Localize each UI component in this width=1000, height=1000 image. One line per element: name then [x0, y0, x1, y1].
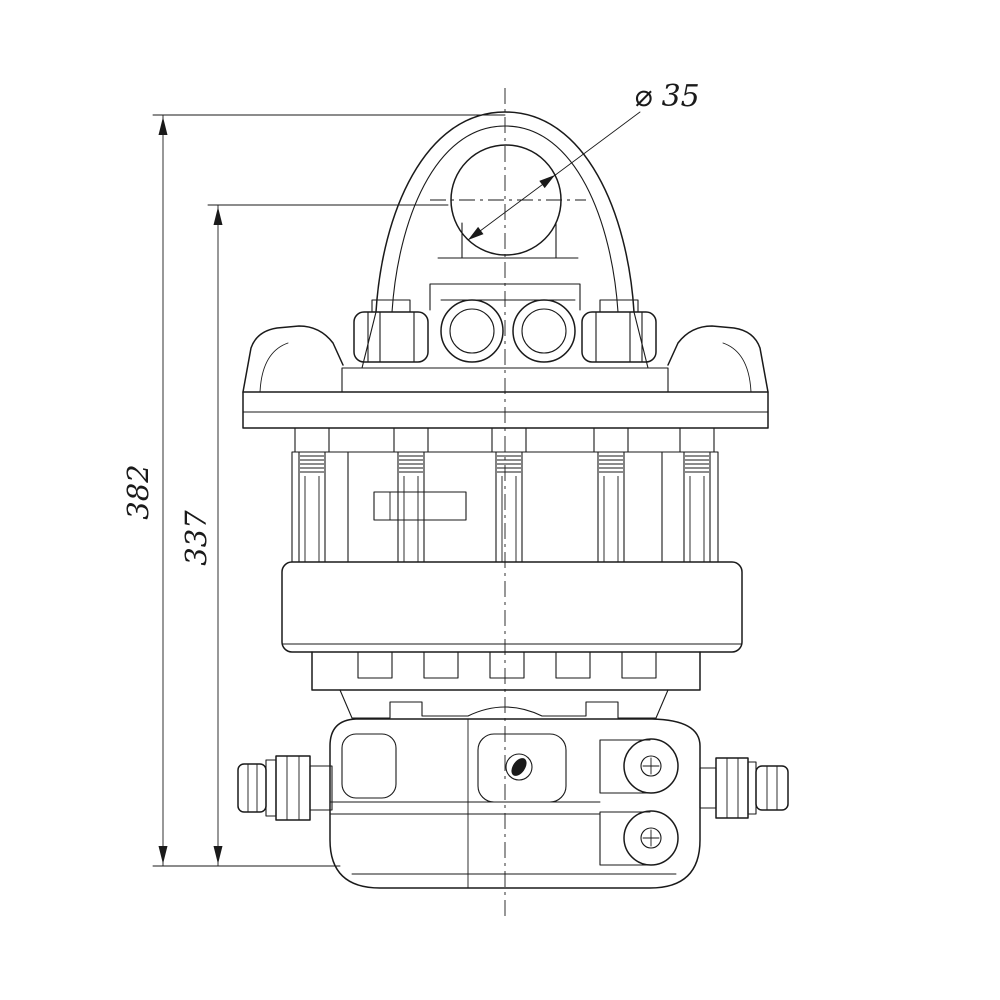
stud-nut	[491, 427, 527, 453]
flange-ear-left-inner	[259, 342, 289, 393]
left-fitting-hex-flats	[286, 755, 300, 821]
arrow-down-overall	[158, 846, 168, 864]
arrow-up-overall	[158, 117, 168, 135]
right-fitting-hex	[715, 757, 749, 819]
left-fitting-cap	[237, 763, 267, 813]
centerlines	[430, 88, 586, 920]
nameplate	[373, 491, 467, 521]
valve-block-seams	[329, 718, 677, 889]
lower-flange-outline	[311, 651, 701, 691]
left-hose-fitting	[237, 755, 333, 821]
diameter-arrow-upper	[539, 175, 555, 189]
right-fitting-neck	[699, 767, 717, 809]
side-fitting-right	[581, 311, 657, 363]
side-fitting-left-details	[367, 299, 415, 363]
side-fitting-left	[353, 311, 429, 363]
flange-ear-left	[242, 325, 344, 393]
shackle-inner-step	[429, 283, 581, 311]
left-fitting-neck	[309, 765, 333, 811]
casting-top-profile	[351, 701, 657, 719]
center-window	[477, 733, 567, 803]
upper-port-centermark	[642, 757, 660, 775]
lower-flange	[311, 651, 701, 691]
stud-nut	[679, 427, 715, 453]
band-outline	[281, 561, 743, 653]
stud-cage	[291, 427, 719, 563]
diameter-dimension: ⌀ 35	[467, 79, 700, 241]
threaded-stud	[597, 451, 625, 563]
lower-port-centermark	[642, 829, 660, 847]
side-fitting-right-details	[595, 299, 643, 363]
valve-block-outline	[329, 718, 701, 889]
right-fitting-washer	[747, 761, 757, 815]
threaded-stud	[298, 451, 326, 563]
flange-center-boss	[341, 367, 669, 393]
transition-flares	[339, 689, 669, 719]
body-height-label: 337	[179, 510, 213, 566]
shackle-slot	[461, 222, 557, 259]
center-fitting-right-inner	[521, 308, 567, 354]
threaded-stud	[495, 451, 523, 563]
valve-block	[237, 718, 789, 889]
flange-slab	[242, 391, 769, 429]
upper-port-hole	[640, 755, 662, 777]
right-fitting-hex-flats	[726, 757, 739, 819]
right-fitting-cap-lines	[766, 765, 778, 811]
middle-band	[281, 561, 743, 653]
diameter-label: ⌀ 35	[634, 79, 700, 114]
shackle-outer-contour	[375, 111, 635, 313]
top-flange	[242, 325, 769, 429]
upper-port-face	[623, 738, 679, 794]
shackle-hole-circle	[450, 144, 562, 256]
height-dimensions: 382 337	[121, 114, 506, 867]
center-pin	[511, 758, 527, 776]
arrow-down-body	[213, 846, 223, 864]
diameter-arrow-lower	[468, 226, 484, 240]
lower-port-cylinder	[599, 811, 651, 866]
stud-nut	[393, 427, 429, 453]
left-fitting-cap-lines	[247, 763, 258, 813]
flange-tab	[357, 651, 393, 679]
shackle-inner-contour	[391, 125, 619, 313]
top-hydraulic-fittings	[353, 299, 657, 363]
threaded-stud	[397, 451, 425, 563]
left-fitting-hex	[275, 755, 311, 821]
right-hose-fitting	[699, 757, 789, 819]
flange-tab	[423, 651, 459, 679]
center-pin-hole	[505, 753, 533, 781]
lower-port-hole	[640, 827, 662, 849]
transition-casting	[339, 689, 669, 719]
right-fitting-cap	[755, 765, 789, 811]
flange-ear-right-inner	[722, 342, 752, 393]
flange-tab	[489, 651, 525, 679]
shackle-lug	[361, 111, 649, 369]
flange-tab	[555, 651, 591, 679]
center-fitting-left-outer	[440, 299, 504, 363]
center-fitting-left-inner	[449, 308, 495, 354]
left-fitting-washer	[265, 759, 277, 817]
center-fitting-right-outer	[512, 299, 576, 363]
stud-nut	[593, 427, 629, 453]
left-boss	[341, 733, 397, 799]
shackle-pedestal-flares	[361, 311, 649, 369]
overall-height-label: 382	[121, 464, 155, 519]
lower-port-face	[623, 810, 679, 866]
upper-port-cylinder	[599, 739, 651, 794]
flange-tab	[621, 651, 657, 679]
threaded-stud	[683, 451, 711, 563]
stud-nut	[294, 427, 330, 453]
flange-ear-right	[667, 325, 769, 393]
arrow-up-body	[213, 207, 223, 225]
